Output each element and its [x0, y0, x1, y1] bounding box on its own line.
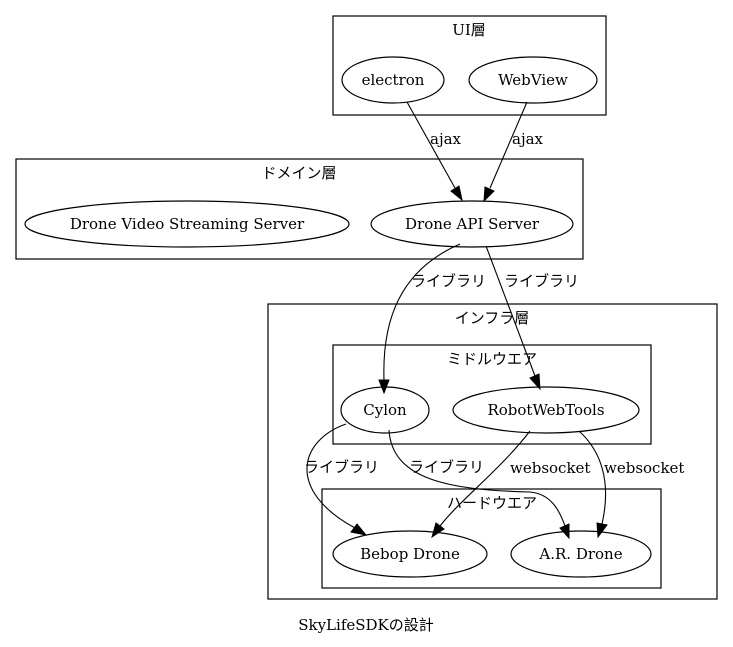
node-video-server-label: Drone Video Streaming Server: [70, 215, 305, 233]
node-bebop: Bebop Drone: [332, 530, 488, 578]
node-robotwebtools-label: RobotWebTools: [487, 401, 604, 419]
cluster-hardware-label: ハードウエア: [447, 494, 537, 512]
node-cylon-label: Cylon: [363, 401, 407, 419]
edge-cylon-ardrone-label: ライブラリ: [409, 458, 484, 476]
cluster-infra: インフラ層: [267, 303, 718, 600]
edge-webview-api-label: ajax: [512, 130, 544, 148]
cluster-ui: UI層: [332, 15, 607, 116]
graph-title: SkyLifeSDKの設計: [298, 616, 434, 634]
edge-robotwebtools-ardrone: websocket: [578, 430, 684, 539]
node-video-server: Drone Video Streaming Server: [24, 200, 350, 248]
edge-api-robotwebtools: ライブラリ: [485, 245, 579, 391]
cluster-infra-label: インフラ層: [455, 309, 530, 327]
node-bebop-label: Bebop Drone: [360, 545, 460, 563]
edge-electron-api-label: ajax: [430, 130, 462, 148]
edge-api-cylon: ライブラリ: [378, 243, 486, 395]
cluster-domain: ドメイン層: [15, 158, 584, 260]
cluster-middleware: ミドルウエア: [332, 344, 652, 445]
edge-webview-api: ajax: [483, 101, 544, 203]
edge-cylon-bebop-label: ライブラリ: [304, 458, 379, 476]
edge-robotwebtools-bebop-label: websocket: [510, 459, 590, 477]
node-cylon: Cylon: [340, 386, 430, 434]
node-robotwebtools: RobotWebTools: [452, 386, 640, 434]
node-ardrone: A.R. Drone: [510, 530, 652, 578]
edge-api-cylon-label: ライブラリ: [411, 272, 486, 290]
node-api-server: Drone API Server: [370, 200, 574, 248]
cluster-domain-label: ドメイン層: [261, 164, 336, 182]
cluster-middleware-label: ミドルウエア: [447, 350, 537, 368]
cluster-ui-label: UI層: [452, 21, 486, 39]
edge-api-robotwebtools-label: ライブラリ: [504, 272, 579, 290]
edge-cylon-ardrone: ライブラリ: [388, 429, 570, 540]
edge-robotwebtools-ardrone-label: websocket: [604, 459, 684, 477]
edge-electron-api: ajax: [406, 101, 463, 202]
node-webview-label: WebView: [498, 71, 568, 89]
cluster-hardware: ハードウエア: [321, 488, 662, 589]
node-ardrone-label: A.R. Drone: [538, 545, 622, 563]
edge-cylon-bebop: ライブラリ: [304, 423, 379, 536]
edge-robotwebtools-bebop: websocket: [431, 430, 590, 539]
node-electron: electron: [341, 56, 445, 104]
node-webview: WebView: [468, 56, 598, 104]
node-api-server-label: Drone API Server: [405, 215, 540, 233]
node-electron-label: electron: [362, 71, 425, 89]
